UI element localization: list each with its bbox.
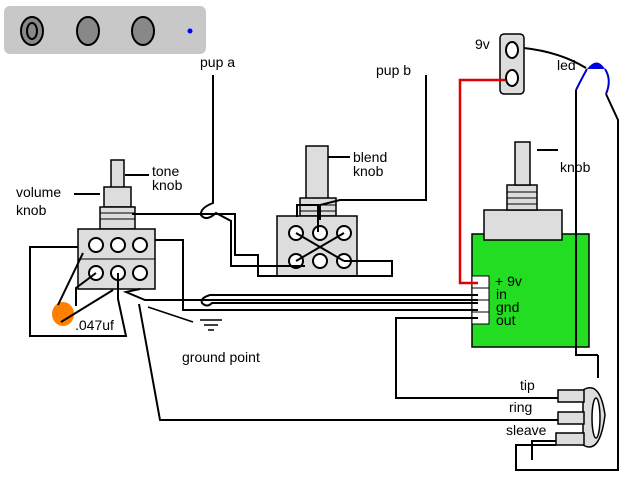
label-out: out [496,312,516,328]
toolbar-knob-icon-1-inner [26,22,38,40]
toolbar-dot-icon[interactable] [187,28,193,34]
toolbar-icons [20,16,193,46]
label-in: in [496,286,507,302]
label-blend-knob: blend knob [353,149,388,179]
preamp-pot [483,141,563,241]
label-led: led [557,57,576,73]
label-knob: knob [560,159,591,175]
label-ground-point: ground point [182,349,260,365]
label-9v: 9v [475,36,490,52]
wires [29,47,619,471]
label-pup-b: pup b [376,62,412,78]
label-pup-a: pup a [200,54,236,70]
ground-symbol [147,306,222,331]
battery-clip [499,33,525,95]
label-volume-knob: volume knob [16,184,62,218]
label-capacitor: .047uf [75,317,114,333]
output-jack [555,387,606,448]
capacitor [52,302,74,326]
label-plus-9v: + 9v [495,273,522,289]
label-gnd: gnd [496,299,520,315]
led-wire [575,68,610,95]
label-tone-knob: tone knob [152,163,183,193]
label-ring: ring [509,399,533,415]
power-wire [458,78,505,285]
preamp-board [471,233,590,348]
led-icon [587,62,605,69]
preamp-pads [471,275,490,325]
label-tip: tip [520,377,535,393]
label-sleave: sleave [506,422,547,438]
toolbar-knob-icon-3[interactable] [131,16,155,46]
toolbar-knob-icon-2[interactable] [76,16,100,46]
volume-tone-pot [77,159,156,290]
toolbar-knob-icon-1[interactable] [20,16,44,46]
